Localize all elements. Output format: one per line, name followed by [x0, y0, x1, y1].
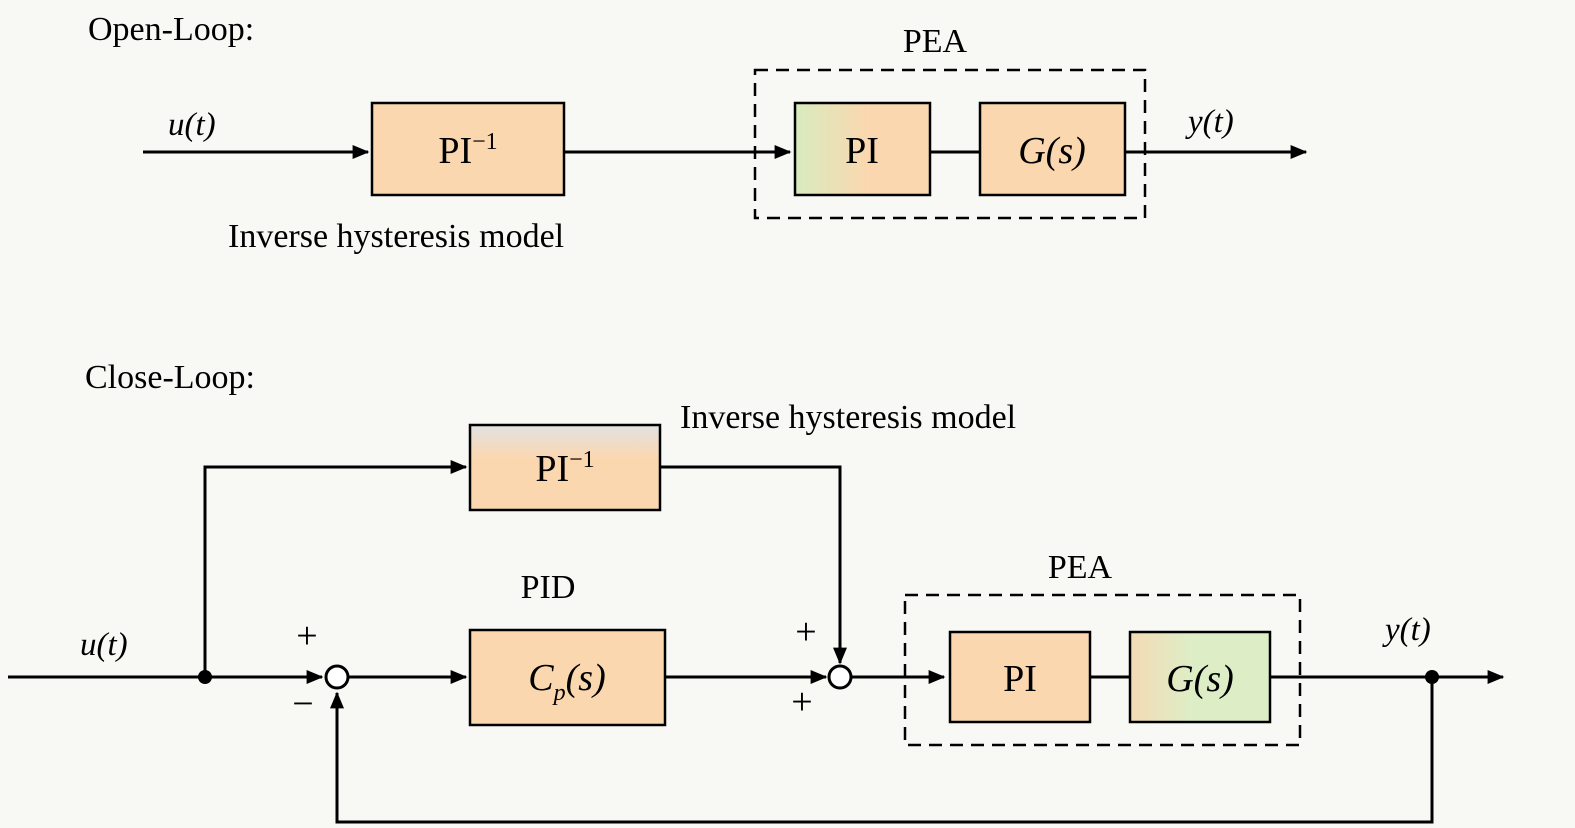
close-loop-pea-label: PEA [1048, 549, 1113, 586]
open-loop-inverse-hysteresis-caption: Inverse hysteresis model [228, 218, 564, 255]
close-loop-pid-label: PID [521, 569, 576, 606]
open-loop-output-signal-label: y(t) [1185, 104, 1234, 140]
close-loop-controller-block [468, 628, 667, 727]
close-loop-feedback-arrow [330, 677, 1434, 824]
close-loop-input-signal-label: u(t) [80, 627, 128, 663]
close-loop-pea-dashed-box [903, 593, 1302, 747]
close-loop-controller-block-label: Cp(s) [528, 657, 605, 706]
open-loop-inverse-hysteresis-block-label: PI−1 [438, 129, 497, 172]
open-loop-pea-dashed-box [753, 68, 1147, 220]
close-loop-summing-junction-2 [827, 664, 853, 690]
close-loop-inverse-to-sum2-arrow [660, 465, 847, 665]
open-loop-input-signal-label: u(t) [168, 107, 216, 143]
close-loop-inverse-hysteresis-block-label: PI−1 [535, 447, 594, 490]
open-loop-inverse-hysteresis-block [370, 101, 566, 197]
close-loop-branch-to-inverse-arrow [203, 460, 468, 677]
close-loop-sum1-plus-sign: + [296, 615, 317, 657]
open-loop-plant-block [978, 101, 1127, 197]
close-loop-sum1-minus-sign: − [292, 683, 313, 725]
open-loop-plant-block-label: G(s) [1018, 130, 1086, 172]
close-loop-output-signal-label: y(t) [1382, 612, 1431, 648]
close-loop-inverse-hysteresis-caption: Inverse hysteresis model [680, 399, 1016, 436]
close-loop-summing-junction-1 [324, 664, 350, 690]
close-loop-plant-block [1128, 630, 1272, 724]
close-loop-section-title: Close-Loop: [85, 359, 255, 396]
close-loop-sum2-plus-top-sign: + [795, 611, 816, 653]
open-loop-section-title: Open-Loop: [88, 11, 254, 48]
close-loop-pi-block [948, 630, 1092, 724]
open-loop-pi-block [793, 101, 932, 197]
close-loop-pi-block-label: PI [1003, 658, 1037, 700]
open-loop-pea-label: PEA [903, 23, 968, 60]
open-loop-pi-block-label: PI [845, 130, 879, 172]
close-loop-sum2-plus-bottom-sign: + [791, 681, 812, 723]
close-loop-plant-block-label: G(s) [1166, 658, 1234, 700]
